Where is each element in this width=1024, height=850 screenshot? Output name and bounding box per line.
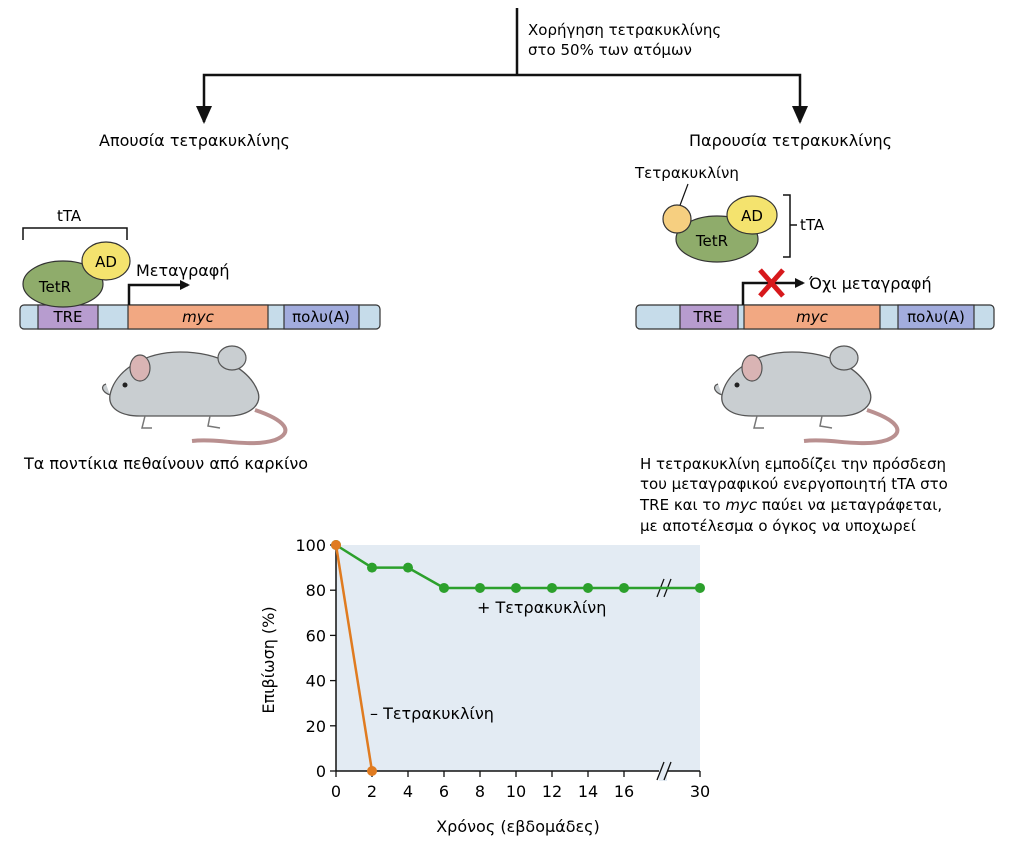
data-point [367, 562, 377, 573]
left-ad-label: AD [95, 253, 117, 271]
right-ad-domain [726, 195, 778, 235]
data-point [547, 582, 557, 593]
header-line2: στο 50% των ατόμων [528, 41, 692, 59]
y-tick-label: 60 [306, 626, 326, 645]
data-point [511, 582, 521, 593]
left-title: Απουσία τετρακυκλίνης [99, 131, 290, 150]
series-line [334, 544, 374, 772]
right-tetracycline-label: Τετρακυκλίνη [634, 164, 739, 182]
right-polya-label: πολυ(A) [907, 308, 965, 326]
right-tta-bracket [783, 194, 797, 258]
right-caption-line2: του μεταγραφικού ενεργοποιητή tTA στο [640, 475, 948, 493]
left-mouse-illustration [101, 345, 288, 446]
right-ad-label: AD [741, 207, 763, 225]
chart-series [331, 540, 705, 776]
series-1 [331, 540, 377, 776]
right-caption-line3-a: TRE και το [639, 496, 725, 514]
x-tick-label: 10 [506, 782, 526, 801]
branch-arrows [196, 8, 808, 124]
header-line1: Χορήγηση τετρακυκλίνης [528, 21, 721, 39]
right-caption-line3-b: παύει να μεταγράφεται, [757, 496, 942, 514]
left-caption: Τα ποντίκια πεθαίνουν από καρκίνο [23, 454, 308, 473]
left-tta-bracket [22, 227, 128, 240]
x-tick-label: 2 [367, 782, 377, 801]
x-tick-label: 4 [403, 782, 413, 801]
x-tick-label: 6 [439, 782, 449, 801]
x-tick-label: 14 [578, 782, 598, 801]
right-tre-label: TRE [692, 308, 722, 326]
left-myc-label: myc [182, 308, 214, 326]
data-point [367, 766, 377, 776]
left-transcription-arrow [127, 280, 190, 305]
left-tetr-protein [22, 260, 104, 308]
right-caption: Η τετρακυκλίνη εμποδίζει την πρόσδεση το… [639, 455, 948, 535]
data-point [331, 540, 341, 550]
x-tick-label: 12 [542, 782, 562, 801]
data-point [695, 582, 705, 593]
left-tetr-label: TetR [38, 278, 71, 296]
left-polya-label: πολυ(A) [292, 308, 350, 326]
survival-chart: 0 20 40 60 80 100 0 2 4 6 8 10 12 14 16 30 Χρόνος (εβδο… [259, 536, 710, 836]
right-caption-line3-italic: myc [725, 496, 757, 514]
data-point [619, 582, 629, 593]
plot-background [336, 545, 700, 771]
left-ad-domain [81, 241, 131, 281]
y-tick-label: 100 [295, 536, 326, 555]
left-transcription-label: Μεταγραφή [136, 261, 230, 280]
right-no-transcription-label: Όχι μεταγραφή [808, 274, 932, 293]
left-dna-construct [19, 304, 381, 330]
data-point [475, 582, 485, 593]
right-myc-label: myc [796, 308, 828, 326]
data-point [583, 582, 593, 593]
right-caption-line1: Η τετρακυκλίνη εμποδίζει την πρόσδεση [640, 455, 946, 473]
right-dna-construct [635, 304, 995, 330]
red-cross-icon [758, 268, 785, 298]
right-mouse-illustration [713, 345, 900, 446]
x-tick-label: 0 [331, 782, 341, 801]
y-axis-label: Επιβίωση (%) [259, 606, 278, 713]
y-tick-label: 80 [306, 581, 326, 600]
right-tetr-label: TetR [695, 232, 728, 250]
left-tre-label: TRE [52, 308, 82, 326]
x-tick-label: 16 [614, 782, 634, 801]
right-tta-label: tTA [800, 216, 825, 234]
y-tick-label: 40 [306, 672, 326, 691]
left-tta-label: tTA [57, 207, 82, 225]
data-point [439, 582, 449, 593]
y-tick-label: 20 [306, 717, 326, 736]
x-axis-label: Χρόνος (εβδομάδες) [436, 817, 600, 836]
chart-ticks: 0 20 40 60 80 100 0 2 4 6 8 10 12 14 16 30 [295, 536, 710, 801]
right-blocked-arrow [741, 278, 805, 305]
y-tick-label: 0 [316, 762, 326, 781]
x-tick-label: 30 [690, 782, 710, 801]
right-tetracycline-molecule [662, 204, 692, 234]
series-label-minus-tetracycline: – Τετρακυκλίνη [370, 704, 494, 723]
x-tick-label: 8 [475, 782, 485, 801]
right-tetracycline-pointer [678, 183, 689, 209]
right-title: Παρουσία τετρακυκλίνης [689, 131, 892, 150]
x-axis-break-mark [656, 761, 672, 781]
series-label-plus-tetracycline: + Τετρακυκλίνη [477, 598, 606, 617]
data-point [403, 562, 413, 573]
right-caption-line3: TRE και το myc παύει να μεταγράφεται, [639, 496, 942, 514]
right-caption-line4: με αποτέλεσμα ο όγκος να υποχωρεί [640, 517, 916, 535]
series-line [335, 543, 700, 590]
